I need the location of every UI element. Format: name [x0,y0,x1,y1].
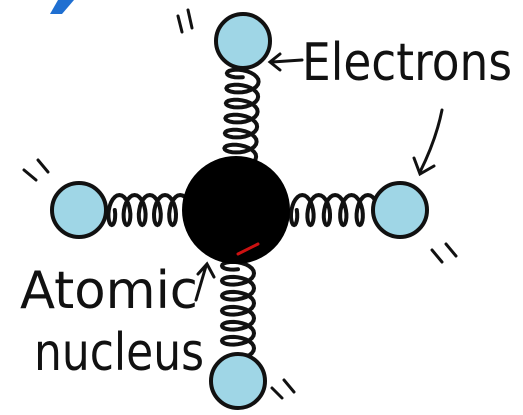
spring-right [289,192,381,228]
nucleus-red-highlight [236,242,260,256]
label-nucleus: nucleus [34,323,204,383]
label-electrons: Electrons [302,33,512,93]
corner-blue-mark [50,0,74,14]
electron-right [371,181,429,239]
electron-left [50,181,108,239]
spring-top [222,67,261,170]
spring-bottom [219,259,257,362]
arrow-to-electron-top [267,52,304,72]
arrow-to-nucleus [194,261,216,302]
label-atomic: Atomic [20,261,198,321]
atomic-nucleus [182,156,290,264]
electron-bottom [209,352,267,410]
spring-left [106,192,193,228]
electron-top [214,12,272,70]
motion-lines [22,8,458,400]
arrow-to-electron-right [412,108,444,177]
